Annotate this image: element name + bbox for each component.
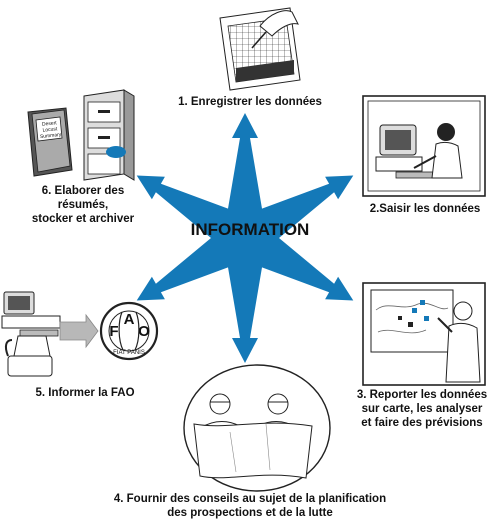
fao-letter-a: A <box>124 311 135 328</box>
step-4-line-2: des prospections et de la lutte <box>167 507 333 519</box>
advisors-with-map-icon <box>183 364 331 492</box>
fao-motto: FIAT PANIS <box>113 350 145 356</box>
clipboard-writing-icon <box>219 7 301 91</box>
step-6-label: 6. Elaborer des résumés, stocker et arch… <box>8 184 158 226</box>
information-star-arrows <box>136 113 354 363</box>
step-3-line-3: et faire des prévisions <box>361 417 483 429</box>
step-5-line-1: 5. Informer la FAO <box>35 387 135 399</box>
center-label: INFORMATION <box>190 220 310 239</box>
map-analyst-icon <box>362 282 486 386</box>
step-1-label: 1. Enregistrer les données <box>145 95 355 109</box>
step-4-label: 4. Fournir des conseils au sujet de la p… <box>60 492 440 520</box>
fao-letter-o: O <box>138 323 150 340</box>
computer-operator-icon <box>362 95 486 197</box>
binder-label: Desert Locust Summary <box>37 120 63 140</box>
step-2-label: 2.Saisir les données <box>352 202 498 216</box>
fao-logo: F A O FIAT PANIS <box>99 301 159 361</box>
fax-computer-icon <box>1 291 99 377</box>
filing-cabinet-icon <box>27 89 135 181</box>
step-6-line-1: 6. Elaborer des <box>41 185 125 197</box>
step-5-label: 5. Informer la FAO <box>10 386 160 400</box>
step-2-line-1: 2.Saisir les données <box>369 203 481 215</box>
step-3-label: 3. Reporter les données sur carte, les a… <box>346 388 498 430</box>
step-3-line-1: 3. Reporter les données <box>356 389 488 401</box>
step-6-line-2: résumés, <box>57 199 109 211</box>
step-3-line-2: sur carte, les analyser <box>361 403 483 415</box>
step-6-line-3: stocker et archiver <box>31 213 135 225</box>
fao-letter-f: F <box>109 323 118 340</box>
star-shape <box>136 113 354 363</box>
step-4-line-1: 4. Fournir des conseils au sujet de la p… <box>113 493 387 505</box>
step-1-line-1: 1. Enregistrer les données <box>178 96 322 108</box>
